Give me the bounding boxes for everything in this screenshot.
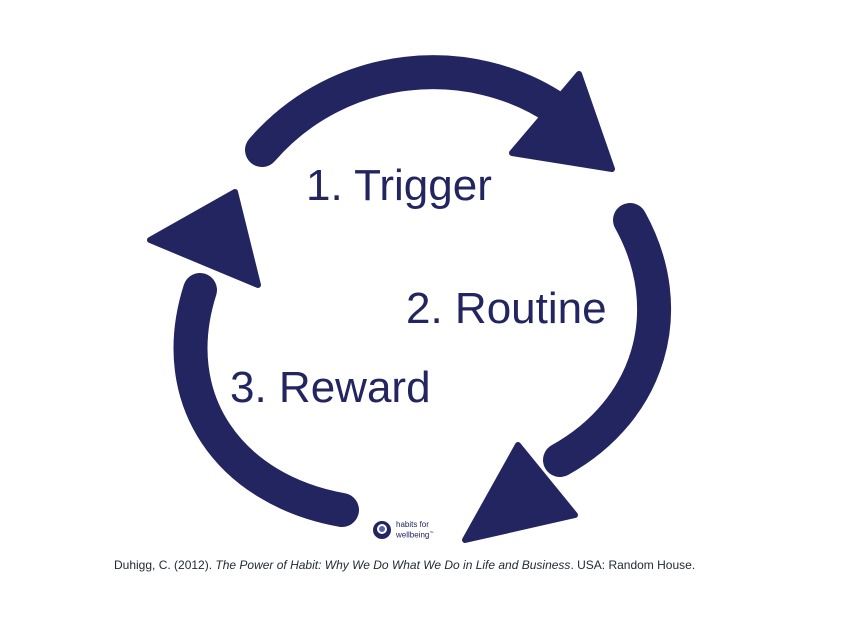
habits-for-wellbeing-logo: habits for wellbeing™ (372, 518, 433, 542)
step-reward-label: 3. Reward (230, 363, 431, 412)
arrow-arc-top (245, 55, 575, 167)
arrowhead-left (147, 189, 261, 288)
citation-publisher: . USA: Random House. (570, 558, 696, 572)
logo-line-1: habits for (396, 519, 429, 529)
logo-wordmark: habits for wellbeing™ (396, 519, 434, 540)
step-routine-label: 2. Routine (406, 284, 607, 333)
citation-authors: Duhigg, C. (2012). (114, 558, 216, 572)
citation-title: The Power of Habit: Why We Do What We Do… (215, 558, 571, 572)
arrow-arc-left (173, 273, 359, 527)
logo-line-2: wellbeing (396, 530, 430, 540)
habits-logo-icon (373, 521, 391, 539)
arrowhead-right (462, 442, 578, 543)
arrowhead-top (509, 71, 615, 172)
logo-trademark: ™ (429, 529, 434, 535)
arrow-arc-right (543, 203, 672, 477)
citation-text: Duhigg, C. (2012). The Power of Habit: W… (114, 558, 695, 572)
step-trigger-label: 1. Trigger (306, 161, 492, 210)
